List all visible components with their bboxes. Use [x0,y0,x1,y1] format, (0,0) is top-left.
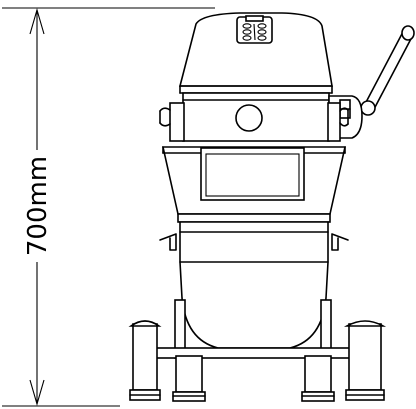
control-panel [236,15,273,44]
bowl-guard [162,146,346,223]
upper-body [159,92,363,142]
dimension-arrow-top [29,8,45,35]
height-label: 700mm [23,156,53,256]
lever-knob [401,25,415,41]
height-dimension: 700mm [2,7,215,407]
dimension-arrow-bottom [29,379,45,406]
bowl-lift-lever [360,25,415,116]
speed-dial [235,104,263,132]
leg-front-left-outer [128,320,162,401]
leg-front-right-outer [343,320,387,401]
mixing-bowl [159,221,349,349]
leg-front-right-inner [301,355,335,402]
top-hood [178,12,333,94]
guard-window [200,147,305,201]
leg-front-left-inner [172,355,206,402]
